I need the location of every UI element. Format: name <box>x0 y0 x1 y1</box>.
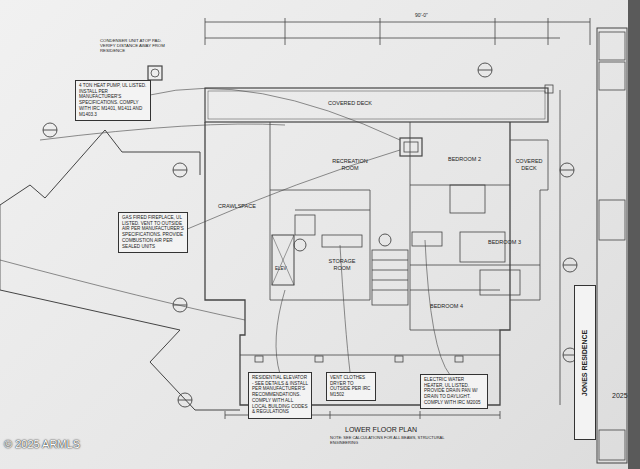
plan-label: 2025 <box>612 392 632 400</box>
note-text: GAS FIRED FIREPLACE, UL LISTED. VENT TO … <box>122 215 184 249</box>
note-box: 4 TON HEAT PUMP, UL LISTED. INSTALL PER … <box>75 80 151 121</box>
plan-label: CRAWLSPACE <box>218 203 263 210</box>
plan-label: ELEV <box>275 266 293 271</box>
note-text: VENT CLOTHES DRYER TO OUTSIDE PER IRC M1… <box>330 375 372 398</box>
plan-label: LOWER FLOOR PLAN <box>345 426 435 434</box>
plan-label: RECREATION ROOM <box>330 158 370 171</box>
watermark: © 2025 ARMLS <box>4 438 94 451</box>
plan-label: BEDROOM 4 <box>430 303 470 310</box>
title-block: JONES RESIDENCE <box>574 285 596 440</box>
plan-label: STORAGE ROOM <box>322 258 362 271</box>
plan-label: BEDROOM 3 <box>488 239 528 246</box>
plan-label: NOTE: SEE CALCULATIONS FOR ALL BEAMS, ST… <box>330 436 450 446</box>
plan-label: BEDROOM 2 <box>448 156 488 163</box>
note-box: GAS FIRED FIREPLACE, UL LISTED. VENT TO … <box>118 212 188 253</box>
note-text: ELECTRIC WATER HEATER, UL LISTED. PROVID… <box>424 377 484 406</box>
note-box: ELECTRIC WATER HEATER, UL LISTED. PROVID… <box>420 374 488 409</box>
note-text: 4 TON HEAT PUMP, UL LISTED. INSTALL PER … <box>79 83 147 117</box>
plan-label: COVERED DECK <box>514 158 544 171</box>
note-text: RESIDENTIAL ELEVATOR - SEE DETAILS & INS… <box>252 375 308 415</box>
plan-label: 90'-0" <box>415 12 445 18</box>
plan-label: CONDENSER UNIT ATOP PAD. VERIFY DISTANCE… <box>100 38 172 53</box>
plan-label: COVERED DECK <box>328 100 388 107</box>
note-box: VENT CLOTHES DRYER TO OUTSIDE PER IRC M1… <box>326 372 376 401</box>
title-text: JONES RESIDENCE <box>581 329 590 396</box>
note-box: RESIDENTIAL ELEVATOR - SEE DETAILS & INS… <box>248 372 312 419</box>
